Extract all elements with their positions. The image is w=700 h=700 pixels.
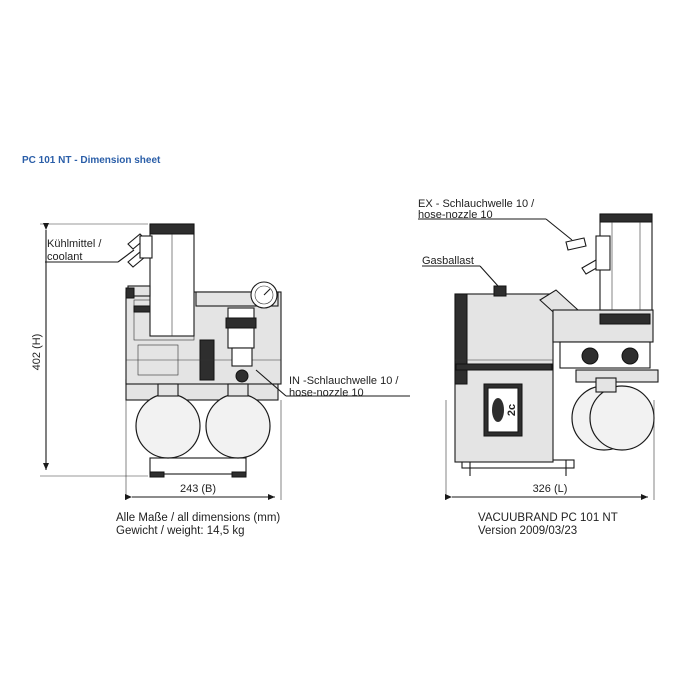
height-dim-label: 402 (H) bbox=[31, 334, 43, 371]
ex-label-de: EX - Schlauchwelle 10 / bbox=[418, 198, 535, 210]
ex-label-en: hose-nozzle 10 bbox=[418, 209, 493, 221]
in-label-en: hose-nozzle 10 bbox=[289, 387, 364, 399]
caption-model: VACUUBRAND PC 101 NT bbox=[478, 512, 618, 524]
caption-weight: Gewicht / weight: 14,5 kg bbox=[116, 525, 244, 537]
sheet-title: PC 101 NT - Dimension sheet bbox=[22, 155, 161, 166]
width-dim-label: 243 (B) bbox=[180, 483, 216, 495]
logo-text: 2c bbox=[506, 404, 518, 416]
coolant-label-de: Kühlmittel / bbox=[47, 238, 102, 250]
coolant-label-en: coolant bbox=[47, 251, 82, 263]
length-dim-label: 326 (L) bbox=[533, 483, 568, 495]
length-dimension bbox=[445, 400, 655, 500]
height-dimension bbox=[40, 223, 148, 477]
left-pump-view bbox=[125, 223, 282, 478]
caption-dimensions: Alle Maße / all dimensions (mm) bbox=[116, 512, 280, 524]
in-label-de: IN -Schlauchwelle 10 / bbox=[289, 375, 399, 387]
width-dimension bbox=[125, 400, 282, 500]
caption-version: Version 2009/03/23 bbox=[478, 525, 577, 537]
gasballast-label: Gasballast bbox=[422, 255, 474, 267]
right-pump-view: 2c bbox=[454, 213, 659, 476]
